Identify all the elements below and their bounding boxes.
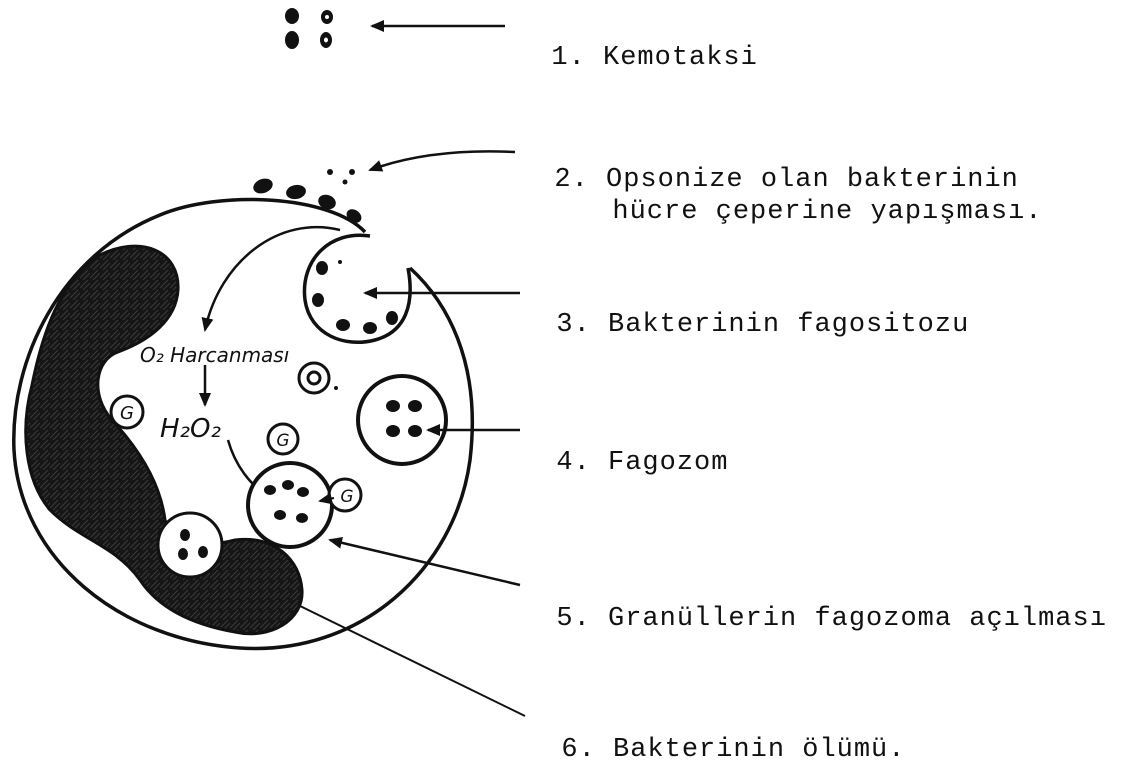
step-6-text: Bakterinin ölümü. [613, 735, 905, 765]
step-5-label: 5. Granüllerin fagozoma açılması [522, 571, 1107, 635]
o2-consumption-label: O₂ Harcanması [140, 343, 289, 367]
step-6-label: 6. Bakterinin ölümü. [527, 702, 905, 766]
step-3-label: 3. Bakterinin fagositozu [522, 277, 969, 341]
step-2-text-line2: hücre çeperine yapışması. [612, 197, 1042, 227]
step-6-number: 6. [561, 735, 595, 765]
step-4-text: Fagozom [608, 448, 728, 478]
leader-line-6 [298, 605, 525, 716]
granule-upper [299, 363, 338, 393]
phagocytic-cup [304, 235, 410, 342]
granule-top-label: G [276, 431, 289, 451]
step-5-text: Granüllerin fagozoma açılması [608, 604, 1107, 634]
granule-fusing-label: G [340, 487, 353, 507]
phagosome [358, 376, 446, 464]
phagocytosis-diagram: G G G O₂ Harcanması H₂O₂ 1. Kemotaksi 2.… [0, 0, 1148, 736]
phagosome-in-nucleus [158, 513, 222, 577]
step-4-label: 4. Fagozom [522, 415, 728, 479]
engulfed-bacteria [312, 260, 398, 334]
step-1-label: 1. Kemotaksi [517, 10, 758, 74]
leader-line-2 [370, 151, 515, 170]
step-4-number: 4. [556, 448, 590, 478]
step-1-number: 1. [551, 43, 585, 73]
step-3-number: 3. [556, 310, 590, 340]
granule-top: G [268, 424, 298, 454]
granule-left-label: G [120, 403, 134, 424]
granule-left: G [111, 396, 143, 428]
step-3-text: Bakterinin fagositozu [608, 310, 969, 340]
arrow-to-o2 [205, 227, 340, 330]
chemotaxis-bacteria [285, 8, 333, 49]
step-2-label-line2: hücre çeperine yapışması. [578, 164, 1042, 228]
h2o2-label: H₂O₂ [160, 414, 221, 444]
step-1-text: Kemotaksi [603, 43, 758, 73]
phagolysosome: G [248, 463, 361, 547]
leader-line-5 [330, 540, 520, 585]
step-5-number: 5. [556, 604, 590, 634]
